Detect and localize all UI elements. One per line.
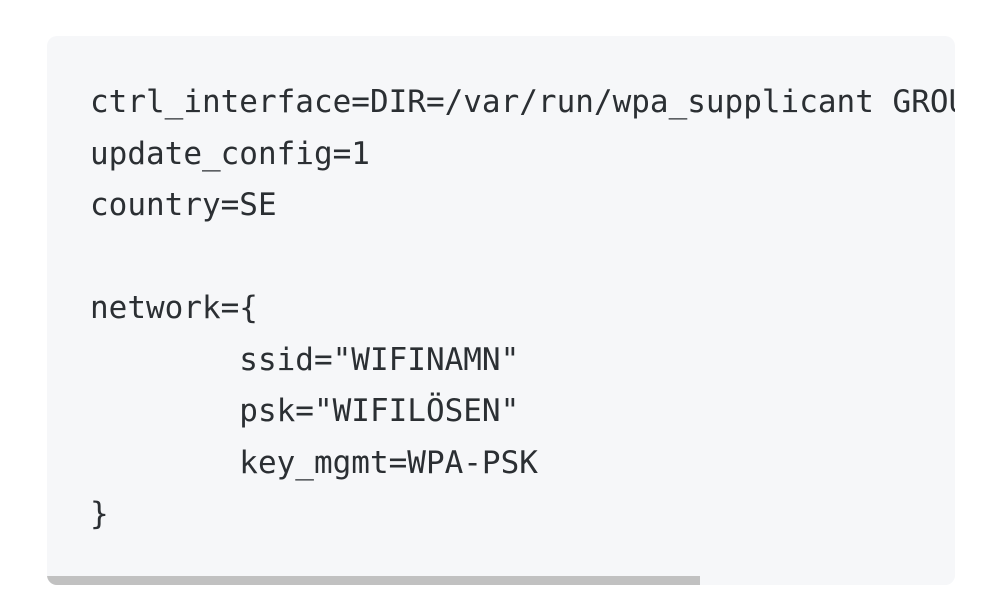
- code-line: psk="WIFILÖSEN": [90, 393, 520, 429]
- code-line: ssid="WIFINAMN": [90, 341, 520, 378]
- code-line: update_config=1: [90, 135, 370, 172]
- code-line: [90, 232, 955, 284]
- code-line: key_mgmt=WPA-PSK: [90, 444, 538, 481]
- code-block: ctrl_interface=DIR=/var/run/wpa_supplica…: [47, 36, 955, 585]
- code-line: country=SE: [90, 187, 277, 223]
- code-scroll-area[interactable]: ctrl_interface=DIR=/var/run/wpa_supplica…: [47, 36, 955, 569]
- code-line: network={: [90, 290, 258, 326]
- code-line: }: [90, 496, 109, 532]
- horizontal-scrollbar[interactable]: [47, 576, 955, 585]
- scrollbar-thumb[interactable]: [47, 576, 700, 585]
- code-content: ctrl_interface=DIR=/var/run/wpa_supplica…: [90, 77, 955, 541]
- code-line: ctrl_interface=DIR=/var/run/wpa_supplica…: [90, 84, 955, 120]
